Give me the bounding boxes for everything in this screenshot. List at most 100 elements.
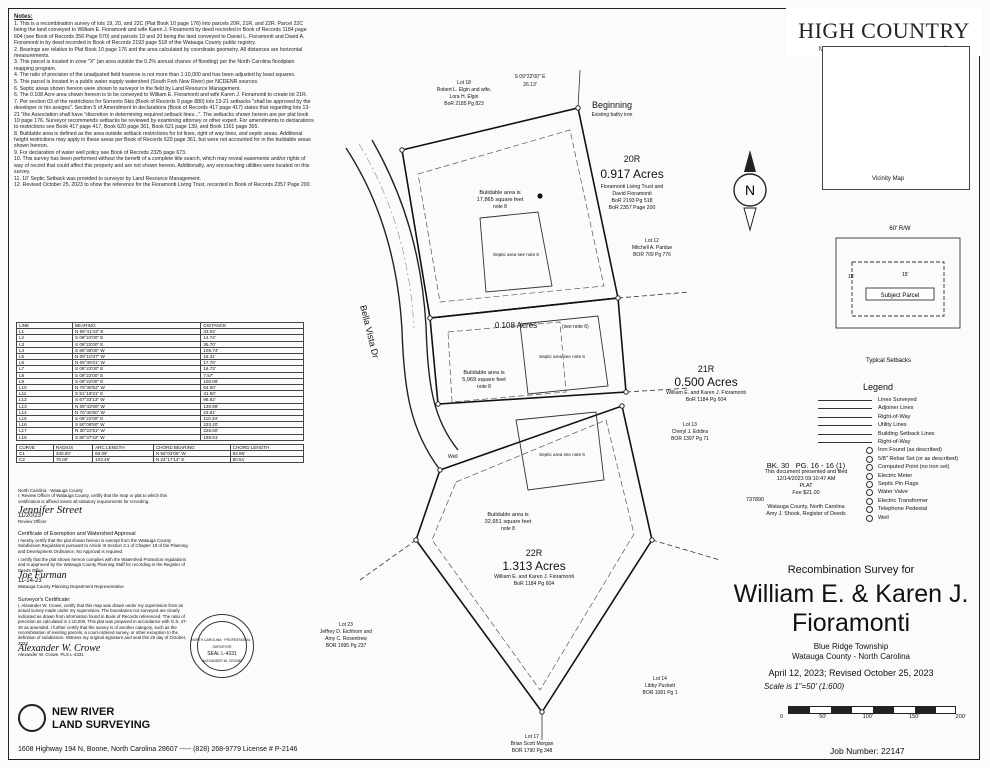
legend-symbol-item: Iron Found (as described) xyxy=(866,446,968,455)
table-cell: C2 xyxy=(16,456,54,464)
table-cell: 70.00' xyxy=(52,456,94,464)
parcel-22r-setback xyxy=(431,419,635,691)
company-name-line1: NEW RIVER xyxy=(52,706,115,718)
setback-dim-2: 15' xyxy=(902,272,909,278)
septic-3-label: Septic area see note 6 xyxy=(539,452,585,457)
exemption-text: I hereby certify that the plat shown her… xyxy=(18,537,188,554)
lot-23-ref: BOR 1995 Pg 237 xyxy=(326,643,367,649)
seal-center-text: SEAL L-4331 xyxy=(207,651,237,657)
parcel-20r-setback xyxy=(417,129,605,303)
lot-18-owner2: Lora H. Elgin xyxy=(450,94,479,100)
lot-18-owner1: Robert L. Elgin and wife, xyxy=(437,87,491,93)
parcel-21r-boundary xyxy=(429,297,627,405)
surveyor-seal: NORTH CAROLINA · PROFESSIONAL · SURVEYOR… xyxy=(190,614,254,678)
stamp-line2: 12/14/2023 09:10:47 AM xyxy=(776,476,836,482)
table-cell: 16.73' xyxy=(200,365,304,373)
lot-20r-ref2: BoR 2357 Page 200 xyxy=(609,205,656,211)
note-7: 7. Per section 03 of the restrictions fo… xyxy=(14,99,314,130)
seal-ring-text: NORTH CAROLINA · PROFESSIONAL · SURVEYOR xyxy=(191,638,253,649)
planning-title: Watauga County Planning Department Repre… xyxy=(18,584,124,590)
vicinity-map xyxy=(822,46,970,190)
mls-logo-title: HIGH COUNTRY xyxy=(798,18,970,43)
buildable-3-line3: note 8 xyxy=(501,526,515,532)
lot-22r-ref: BoR 1184 Pg 604 xyxy=(514,581,555,587)
lot-18-ref: BoR 2185 Pg 823 xyxy=(444,101,484,107)
table-cell: S 09°22'00" E xyxy=(71,377,202,386)
company-name-line2: LAND SURVEYING xyxy=(52,719,151,731)
legend-line-item: Utility Lines xyxy=(818,421,968,429)
title-block: Recombination Survey for William E. & Ka… xyxy=(728,560,974,691)
adjoiner-line-east-1 xyxy=(617,291,691,299)
bearing-top-label: S 09°22'00" E xyxy=(515,74,547,80)
planning-date: 11-14-23 xyxy=(18,577,42,584)
legend-line-item: Adjoiner Lines xyxy=(818,404,968,412)
table-cell: S 51°18'31" E xyxy=(71,390,202,398)
vicinity-map-label: Vicinity Map xyxy=(872,176,905,182)
surveyor-name: Alexander W. Crowe, PLS L-4331 xyxy=(18,651,84,657)
county-cert-text: I, Review Officer of Watauga County, cer… xyxy=(18,493,168,504)
table-cell: N 69°41'43" E xyxy=(71,328,202,336)
septic-area-2-outline xyxy=(519,315,609,395)
note-8: 8. Buildable area is defined as the area… xyxy=(14,130,311,150)
table-cell: L18 xyxy=(16,433,73,441)
svg-text:N: N xyxy=(745,182,755,198)
note-4: 4. The ratio of precision of the unadjus… xyxy=(14,72,296,79)
scale-tick: 0 xyxy=(780,714,784,720)
table-cell: 17.70' xyxy=(200,359,304,367)
north-arrow: N xyxy=(733,150,767,232)
table-cell: S 50°09'50" W xyxy=(71,421,202,429)
legend-symbol-item: Well xyxy=(866,514,968,523)
lot-14-id: Lot 14 xyxy=(653,676,667,682)
well-label: Well xyxy=(448,454,458,460)
table-cell: 14.74' xyxy=(200,334,304,342)
well-marker xyxy=(537,193,543,199)
septic-1-label: Septic area see note 6 xyxy=(493,252,539,257)
stamp-line5: Watauga County, North Carolina xyxy=(767,504,845,510)
planning-signature: Joe Furman xyxy=(18,570,67,582)
table-header-cell: DISTANCE xyxy=(200,321,304,330)
table-cell: S 67°33'13" W xyxy=(71,396,202,404)
scale-bar-ticks: 0 50' 100' 150' 200' xyxy=(780,714,966,720)
table-cell: N 30°22'51" W xyxy=(71,427,202,435)
parcel-20r-boundary xyxy=(401,107,619,319)
table-cell: S 09°22'00" E xyxy=(71,415,202,423)
road-edge-east xyxy=(371,139,459,451)
adjoiner-line-southeast xyxy=(651,539,721,561)
buildable-1-line2: 17,865 square feet xyxy=(477,197,524,203)
lot-13-id: Lot 13 xyxy=(683,422,697,428)
lot-13-ref: BOR 1397 Pg 71 xyxy=(671,436,709,442)
document-border xyxy=(8,8,980,760)
table-cell: S 09°22'00" E xyxy=(71,334,202,342)
setback-subject-label: Subject Parcel xyxy=(881,293,920,299)
parcel-22r-boundary xyxy=(415,404,653,714)
stamp-line6: Amy J. Shook, Register of Deeds xyxy=(766,511,846,517)
note-3: 3. This parcel is located in zone "X" (a… xyxy=(14,59,295,72)
lot-20r-acres: 0.917 Acres xyxy=(600,167,663,181)
legend-symbol-item: Electric Transformer xyxy=(866,497,968,506)
lot-21r-acres: 0.500 Acres xyxy=(674,375,737,389)
lot-20r-owner2: David Fioramonti xyxy=(612,191,651,197)
note-11: 11. 10' Septic Setback was provided to s… xyxy=(14,175,201,182)
area-108-acres: 0.108 Acres xyxy=(495,321,537,330)
legend-symbol-item: Septic Pin Flags xyxy=(866,480,968,489)
scale-tick: 150' xyxy=(909,714,920,720)
title-township: Blue Ridge Township xyxy=(813,642,889,651)
recording-stamp: BK. 30 PG. 16 - 16 (1) This document pre… xyxy=(746,462,866,518)
stamp-line4: Fee $21.00 xyxy=(792,490,820,496)
table-cell: S 09°22'00" E xyxy=(71,371,202,379)
table-cell: 130.99' xyxy=(200,402,304,410)
scale-tick: 200' xyxy=(955,714,966,720)
surveyor-cert-title: Surveyor's Certificate: xyxy=(18,596,71,603)
lot-14-owner: Libby Puckett xyxy=(645,683,676,689)
